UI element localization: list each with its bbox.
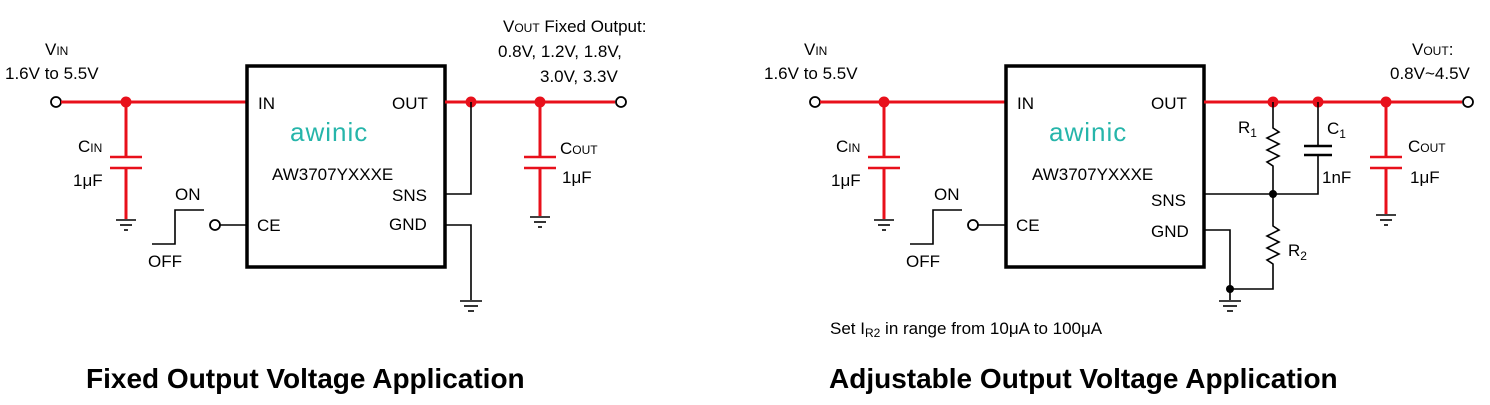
fixed-vin-label: VIN <box>45 40 68 59</box>
adj-ir2-note: Set IR2 in range from 10μA to 100μA <box>830 319 1103 340</box>
adj-vin-terminal <box>809 96 821 108</box>
adj-r1-resistor <box>1265 102 1281 194</box>
adj-on-label: ON <box>934 185 960 204</box>
fixed-cout-label: COUT <box>560 139 598 158</box>
fixed-vout-label: VOUT Fixed Output: <box>503 17 646 36</box>
adj-vout-label: VOUT: <box>1412 40 1453 59</box>
adj-r2-resistor <box>1230 194 1281 290</box>
fixed-chip-ground-icon <box>460 300 482 312</box>
adj-vin-range: 1.6V to 5.5V <box>764 64 858 83</box>
adj-chip-ground-icon <box>1219 300 1241 312</box>
fixed-vout-values-line2: 3.0V, 3.3V <box>540 67 618 86</box>
fixed-pin-ce: CE <box>257 216 281 235</box>
adj-r2-label: R2 <box>1288 241 1307 263</box>
fixed-pin-gnd: GND <box>389 215 427 234</box>
fixed-off-label: OFF <box>148 252 182 271</box>
adj-cout-ground-icon <box>1376 214 1396 226</box>
fixed-chip-part-number: AW3707YXXXE <box>272 165 393 184</box>
adj-c1-wire-bottom <box>1273 156 1319 195</box>
adj-pin-ce: CE <box>1016 216 1040 235</box>
fixed-enable-step-icon <box>152 209 204 245</box>
fixed-vin-range: 1.6V to 5.5V <box>5 64 99 83</box>
fixed-vout-values-line1: 0.8V, 1.2V, 1.8V, <box>498 42 622 61</box>
fixed-ce-terminal[interactable] <box>209 219 221 231</box>
adj-cout-label: COUT <box>1408 137 1446 156</box>
fixed-pin-in: IN <box>258 94 275 113</box>
fixed-gnd-wire <box>445 224 472 300</box>
adj-gnd-node <box>1226 285 1234 293</box>
fixed-cout-ground-icon <box>530 216 550 228</box>
fixed-cin-value: 1μF <box>73 171 103 190</box>
fixed-chip-logo: awinic <box>290 117 368 147</box>
fixed-vin-terminal <box>50 96 62 108</box>
fixed-chip-body <box>245 64 447 269</box>
adj-vout-range: 0.8V~4.5V <box>1390 64 1471 83</box>
adj-chip-part-number: AW3707YXXXE <box>1032 165 1153 184</box>
adj-vout-terminal <box>1462 96 1474 108</box>
adj-pin-sns: SNS <box>1151 191 1186 210</box>
adj-cin-value: 1μF <box>831 171 861 190</box>
adj-vin-label: VIN <box>804 40 827 59</box>
adj-r1-label: R1 <box>1238 118 1257 140</box>
adjustable-output-circuit: VIN 1.6V to 5.5V CIN 1μF ON OFF awinic A… <box>764 40 1474 394</box>
adj-c1-label: C1 <box>1327 119 1346 141</box>
fixed-circuit-title: Fixed Output Voltage Application <box>86 363 525 394</box>
adj-pin-gnd: GND <box>1151 222 1189 241</box>
adj-chip-logo: awinic <box>1049 117 1127 147</box>
adj-cout-value: 1μF <box>1410 168 1440 187</box>
fixed-sns-wire <box>445 102 472 195</box>
adj-pin-out: OUT <box>1151 94 1187 113</box>
adj-pin-in: IN <box>1017 94 1034 113</box>
adj-off-label: OFF <box>906 252 940 271</box>
fixed-vout-terminal <box>615 96 627 108</box>
adj-c1-value: 1nF <box>1322 168 1351 187</box>
adj-cin-label: CIN <box>836 137 860 156</box>
fixed-pin-out: OUT <box>392 94 428 113</box>
fixed-cout-value: 1μF <box>562 168 592 187</box>
adj-gnd-wire <box>1204 229 1231 300</box>
adj-cin-ground-icon <box>874 219 894 231</box>
fixed-pin-sns: SNS <box>392 186 427 205</box>
adj-ce-terminal[interactable] <box>967 219 979 231</box>
adj-circuit-title: Adjustable Output Voltage Application <box>829 363 1338 394</box>
fixed-on-label: ON <box>175 185 201 204</box>
adj-chip-body <box>1004 64 1206 269</box>
fixed-output-circuit: VIN 1.6V to 5.5V CIN 1μF ON OFF awinic A… <box>5 17 646 394</box>
fixed-cin-ground-icon <box>116 219 136 231</box>
adj-enable-step-icon <box>910 209 962 245</box>
fixed-cin-label: CIN <box>78 137 102 156</box>
